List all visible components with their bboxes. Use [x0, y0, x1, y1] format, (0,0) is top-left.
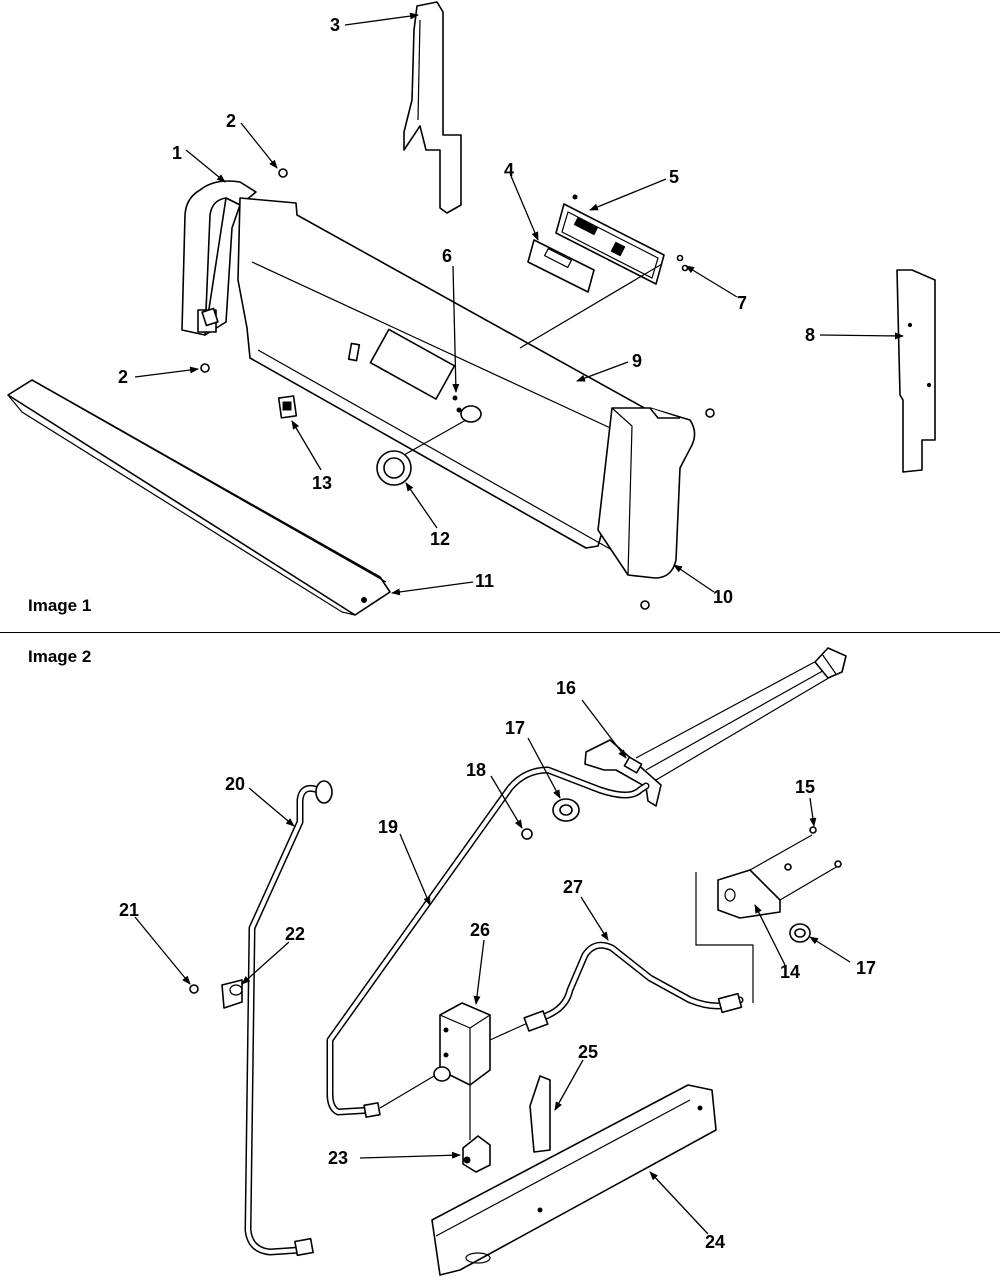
part-22-clip — [221, 979, 243, 1009]
callout-24: 24 — [705, 1232, 725, 1252]
callout-3: 3 — [330, 15, 340, 35]
leaders-image-2 — [134, 699, 851, 1235]
callout-22: 22 — [285, 924, 305, 944]
callout-4: 4 — [504, 160, 514, 180]
callout-25: 25 — [578, 1042, 598, 1062]
part-25-bracket — [529, 1075, 551, 1153]
part-12-ring — [376, 419, 467, 486]
callout-5: 5 — [669, 167, 679, 187]
part-11-trim-strip — [7, 379, 391, 616]
callout-19: 19 — [378, 817, 398, 837]
screws-image-1 — [200, 168, 715, 610]
part-20-tube — [244, 780, 333, 1257]
callouts-image-1: 1 2 2 3 4 5 6 7 8 9 10 11 12 13 — [118, 15, 815, 607]
callouts-image-2: 14 15 16 17 17 18 19 20 21 22 23 24 25 2… — [119, 678, 876, 1252]
part-23-valve — [462, 1135, 491, 1173]
part-16-fitting — [814, 647, 847, 679]
part-14-bracket — [695, 826, 842, 1003]
callout-26: 26 — [470, 920, 490, 940]
panel-divider — [0, 632, 1000, 633]
callout-9: 9 — [632, 351, 642, 371]
part-26-regulator — [379, 1002, 531, 1140]
part-17-nut-upper — [552, 798, 580, 822]
callout-17-lower: 17 — [856, 958, 876, 978]
panel-label-image-2: Image 2 — [28, 647, 92, 666]
part-27-tube — [523, 941, 744, 1032]
part-24-rail — [431, 1084, 717, 1276]
part-21-screw — [189, 984, 199, 994]
callout-15: 15 — [795, 777, 815, 797]
callout-16: 16 — [556, 678, 576, 698]
callout-7: 7 — [737, 293, 747, 313]
leaders-image-1 — [134, 12, 904, 596]
callout-1: 1 — [172, 143, 182, 163]
panel-label-image-1: Image 1 — [28, 596, 92, 615]
callout-13: 13 — [312, 473, 332, 493]
part-5-control-board — [555, 194, 665, 285]
image-2-group: 14 15 16 17 17 18 19 20 21 22 23 24 25 2… — [119, 647, 876, 1276]
callout-14: 14 — [780, 962, 800, 982]
part-18-screw — [521, 828, 533, 840]
callout-10: 10 — [713, 587, 733, 607]
part-10-right-endcap — [597, 407, 696, 579]
callout-21: 21 — [119, 900, 139, 920]
callout-8: 8 — [805, 325, 815, 345]
callout-2-bottom: 2 — [118, 367, 128, 387]
part-13-switch — [277, 395, 298, 419]
image-1-group: 1 2 2 3 4 5 6 7 8 9 10 11 12 13 — [7, 1, 936, 616]
callout-17-upper: 17 — [505, 718, 525, 738]
part-19-tube — [326, 766, 650, 1118]
part-16-bracket — [584, 647, 847, 807]
part-8-side-trim — [896, 269, 936, 473]
callout-23: 23 — [328, 1148, 348, 1168]
callout-11: 11 — [475, 571, 494, 591]
callout-20: 20 — [225, 774, 245, 794]
callout-6: 6 — [442, 246, 452, 266]
part-17-nut-lower — [789, 923, 811, 943]
callout-27: 27 — [563, 877, 583, 897]
part-3-side-trim — [403, 1, 462, 214]
part-4-overlay — [527, 239, 595, 293]
callout-2-top: 2 — [226, 111, 236, 131]
callout-18: 18 — [466, 760, 486, 780]
part-9-backguard — [237, 197, 649, 551]
callout-12: 12 — [430, 529, 450, 549]
